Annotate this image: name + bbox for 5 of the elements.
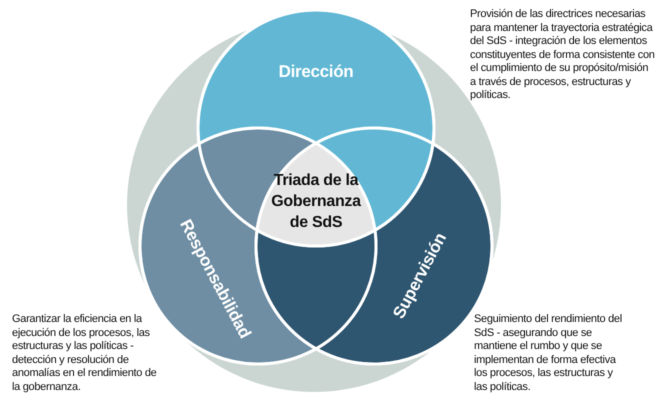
circle-label: Dirección [278,62,354,82]
description-text: Garantizar la eficiencia en la ejecución de los procesos, las estructuras y las políticas - detección y resolución de anomalías en el rendimiento de la gobernanza. [12,313,158,394]
description-text: Provisión de las directrices necesarias para mantener la trayectoria estratégica del SdS - integración de los elementos constituyentes de forma consistente con el cumplimiento de su propósito/misión a través de procesos, estructuras y políticas. [470,8,656,102]
description-text: Seguimiento del rendimiento del SdS - asegurando que se mantiene el rumbo y que se implementan de forma efectiva los procesos, las estructuras y las políticas. [474,313,623,394]
center-title: Triada de la Gobernanza de SdS [270,171,362,233]
